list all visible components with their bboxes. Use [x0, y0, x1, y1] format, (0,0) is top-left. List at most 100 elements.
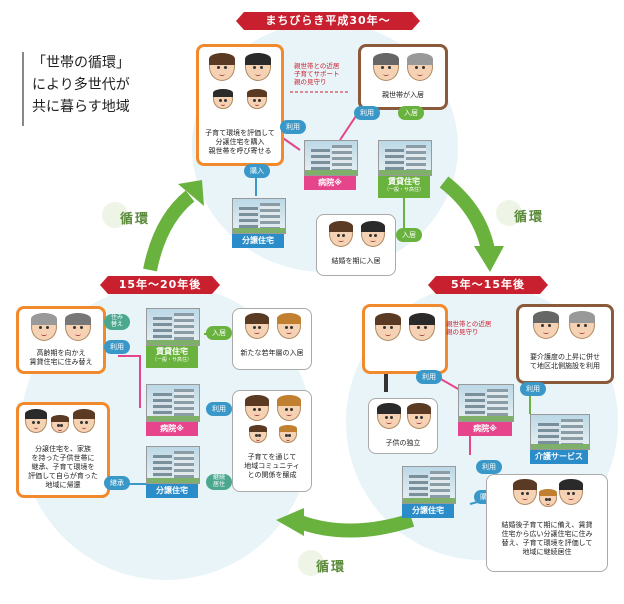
grandmother-icon — [407, 53, 433, 81]
top-move-in-pill-2: 入居 — [396, 228, 422, 242]
young-woman-icon — [245, 313, 269, 339]
title-line-2: により多世代が — [32, 77, 130, 93]
girl-icon — [51, 415, 69, 433]
right-family-move-caption: 結婚後子育て期に備え、賃貸 住宅から広い分譲住宅に住み 替え、子育て環境を評価し… — [501, 521, 593, 556]
young-woman-icon — [329, 221, 353, 247]
top-rental-label: 賃貸住宅 （一般・サ高住） — [378, 176, 430, 198]
left-rental-label: 賃貸住宅 （一般・サ高住） — [146, 346, 198, 368]
top-dashed-note: 親世帯との近居 子育てサポート 親の見守り — [294, 62, 340, 86]
mother-icon — [513, 479, 537, 505]
right-child-caption: 子供の独立 — [385, 439, 421, 447]
left-use-pill-2: 利用 — [206, 402, 232, 416]
banner-right: 5年〜15年後 — [428, 276, 548, 294]
top-family-box: 子育て環境を評価して 分譲住宅を購入 親世帯を呼び寄せる — [196, 44, 284, 166]
father-icon — [25, 409, 47, 433]
right-use-pill-1: 利用 — [416, 370, 442, 384]
right-care-label: 介護サービス — [530, 450, 588, 464]
mother-icon — [73, 409, 95, 433]
grandfather-icon — [373, 53, 399, 81]
right-care-box: 要介護度の上昇に併せ て地区北側施設を利用 — [516, 304, 614, 384]
banner-left: 15年〜20年後 — [100, 276, 220, 294]
cycle-label-left: 循環 — [102, 202, 150, 228]
grandmother-icon — [569, 311, 595, 339]
girl-icon — [247, 89, 267, 109]
diagram-title: 「世帯の循環」 により多世代が 共に暮らす地域 — [22, 52, 164, 126]
cycle-arrow-top-right-head — [474, 246, 504, 272]
top-rental-text: 賃貸住宅 — [388, 177, 420, 186]
grandfather-icon — [533, 311, 559, 339]
left-continue-pill: 継続 居住 — [206, 474, 232, 490]
left-rental-text: 賃貸住宅 — [156, 347, 188, 356]
top-use-pill-1: 利用 — [280, 120, 306, 134]
cycle-arrow-bottom-head — [276, 508, 304, 536]
father-icon — [559, 479, 583, 505]
left-use-pill-1: 利用 — [104, 340, 130, 354]
son-icon — [377, 403, 401, 429]
title-line-1: 「世帯の循環」 — [32, 55, 130, 71]
title-line-3: 共に暮らす地域 — [32, 99, 130, 115]
mother-icon — [375, 313, 401, 341]
top-couple-box: 結婚を期に入居 — [316, 214, 396, 276]
mother-icon — [209, 53, 235, 81]
left-elderly-caption: 高齢期を向かえ 賃貸住宅に住み替え — [29, 349, 93, 366]
right-use-pill-2: 利用 — [520, 382, 546, 396]
cycle-label-right: 循環 — [496, 200, 544, 226]
young-man-icon — [277, 313, 301, 339]
right-child-box: 子供の独立 — [368, 398, 438, 454]
left-hospital-label: 病院※ — [146, 422, 198, 436]
top-hospital-label: 病院※ — [304, 176, 356, 190]
elderly-woman-icon — [31, 313, 57, 341]
top-owned-building — [232, 198, 286, 234]
boy-icon — [249, 425, 267, 443]
left-inherit-pill: 継承 — [104, 476, 130, 490]
right-family-move-box: 結婚後子育て期に備え、賃貸 住宅から広い分譲住宅に住み 替え、子育て環境を評価し… — [486, 474, 608, 572]
right-hospital-label: 病院※ — [458, 422, 512, 436]
cycle-arrow-top-right — [439, 176, 495, 252]
father-icon — [277, 395, 301, 421]
young-man-icon — [361, 221, 385, 247]
daughter-icon — [407, 403, 431, 429]
top-rental-building — [378, 140, 432, 176]
right-owned-building — [402, 466, 456, 504]
top-family-caption: 子育て環境を評価して 分譲住宅を購入 親世帯を呼び寄せる — [205, 129, 275, 155]
cycle-arrow-left — [143, 190, 195, 272]
right-hospital-building — [458, 384, 514, 422]
left-young-caption: 新たな若年層の入居 — [240, 349, 304, 357]
elderly-man-icon — [65, 313, 91, 341]
left-owned-building — [146, 446, 200, 484]
left-move-pill: 住み 替え — [104, 314, 130, 330]
baby-icon — [539, 489, 557, 507]
boy-icon — [213, 89, 233, 109]
top-parents-caption: 親世帯が入居 — [382, 91, 424, 99]
left-young-box: 新たな若年層の入居 — [232, 308, 312, 370]
right-use-pill-3: 利用 — [476, 460, 502, 474]
left-community-box: 子育てを通じて 地域コミュニティ との関係を醸成 — [232, 390, 312, 492]
right-care-caption: 要介護度の上昇に併せ て地区北側施設を利用 — [530, 353, 600, 370]
top-owned-label: 分譲住宅 — [232, 234, 284, 248]
top-buy-pill: 購入 — [244, 164, 270, 178]
right-care-building — [530, 414, 590, 450]
left-family-box: 分譲住宅を、家族 を持った子供世帯に 継承、子育て環境を 評価して自らが育った … — [16, 402, 110, 498]
baby-icon — [279, 425, 297, 443]
left-rental-sub: （一般・サ高住） — [151, 357, 192, 363]
right-family-box — [362, 304, 448, 374]
cycle-arrow-bottom — [297, 513, 415, 538]
mother-icon — [245, 395, 269, 421]
top-parents-box: 親世帯が入居 — [358, 44, 448, 110]
cycle-arrow-left-head — [178, 180, 204, 206]
top-hospital-building — [304, 140, 358, 176]
top-move-in-pill-1: 入居 — [398, 106, 424, 120]
left-community-caption: 子育てを通じて 地域コミュニティ との関係を醸成 — [244, 453, 300, 479]
left-rental-building — [146, 308, 200, 346]
cycle-label-bottom: 循環 — [298, 550, 346, 576]
banner-top: まちびらき平成30年〜 — [236, 12, 420, 30]
top-use-pill-2: 利用 — [354, 106, 380, 120]
left-owned-label: 分譲住宅 — [146, 484, 198, 498]
top-couple-caption: 結婚を期に入居 — [331, 257, 381, 265]
top-rental-sub: （一般・サ高住） — [383, 187, 424, 193]
right-owned-label: 分譲住宅 — [402, 504, 454, 518]
left-move-in-pill: 入居 — [206, 326, 232, 340]
father-icon — [409, 313, 435, 341]
right-dashed-note: 親世帯との近居 親の見守り — [446, 320, 492, 336]
